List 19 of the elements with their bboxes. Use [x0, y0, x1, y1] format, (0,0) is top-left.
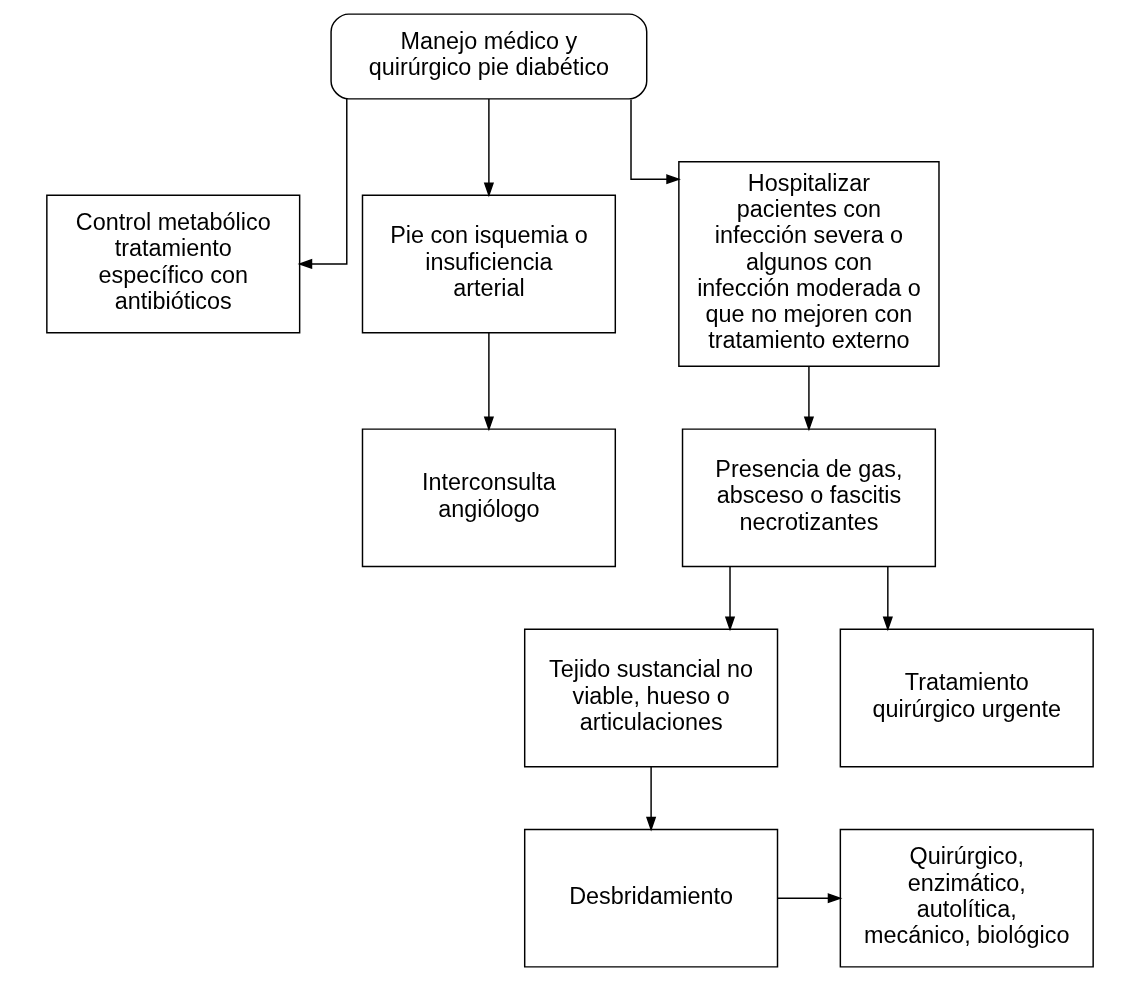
- arrow: [629, 98, 681, 185]
- arrow: [645, 766, 656, 832]
- node-box: Presencia de gas, absceso o fascitis necrotizantes: [681, 428, 936, 568]
- node-box: Manejo médico y quirúrgico pie diabético: [329, 13, 647, 100]
- node-box: Control metabólico tratamiento específico con antibióticos: [45, 194, 300, 334]
- node-box: Desbridamiento: [523, 828, 778, 968]
- node-box: Quirúrgico, enzimático, autolítica, mecánico, biológico: [839, 828, 1094, 968]
- arrow: [297, 98, 347, 270]
- arrow: [882, 566, 893, 632]
- arrow: [803, 365, 814, 432]
- node-box: Pie con isquemia o insuficiencia arterial: [361, 194, 616, 334]
- node-box: Hospitalizar pacientes con infección severa o algunos con infección moderada o que no mejoren con tratamiento externo: [677, 160, 940, 368]
- node-box: Tejido sustancial no viable, hueso o articulaciones: [523, 628, 778, 768]
- node-box: Interconsulta angiólogo: [361, 428, 616, 568]
- arrow: [776, 893, 842, 904]
- arrow: [724, 566, 735, 632]
- arrow: [483, 332, 494, 432]
- arrow: [483, 98, 494, 198]
- node-box: Tratamiento quirúrgico urgente: [839, 628, 1094, 768]
